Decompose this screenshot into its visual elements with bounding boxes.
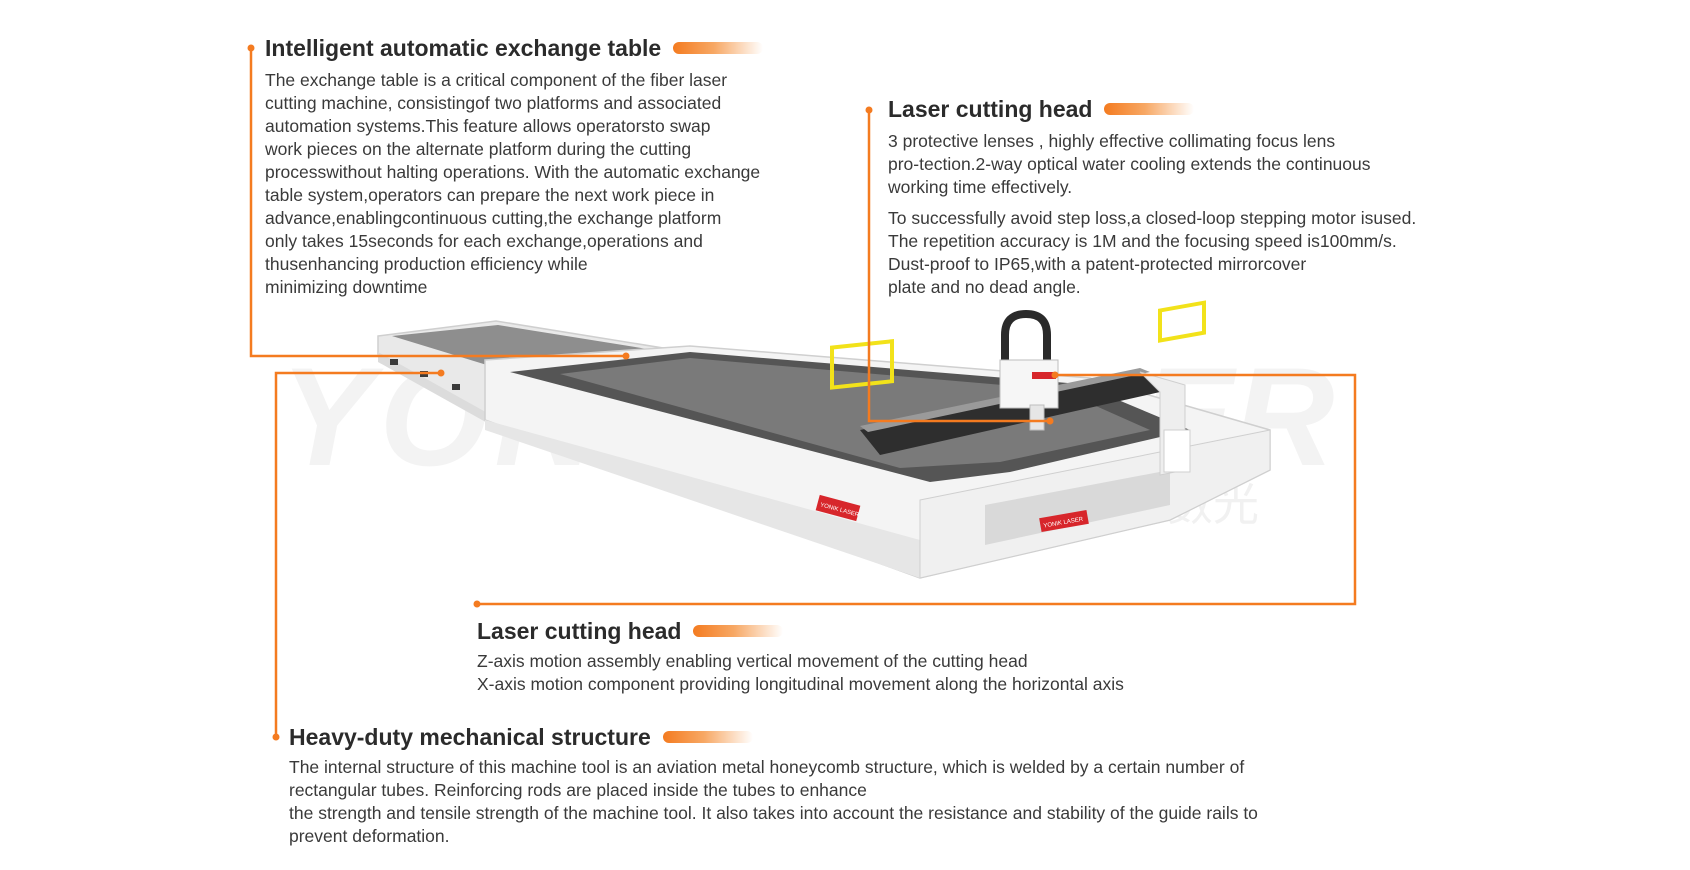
gantry-side-cover [1163, 429, 1191, 473]
leader-dot [473, 600, 481, 608]
brand-plate-end [1039, 509, 1089, 533]
leader-mechanical-structure [274, 371, 441, 737]
body-line: Z-axis motion assembly enabling vertical… [477, 651, 1028, 671]
section-title: Intelligent automatic exchange table [265, 33, 764, 63]
section-exchange-table: Intelligent automatic exchange table The… [265, 33, 764, 299]
bed-end-opening [985, 470, 1170, 545]
body-line: prevent deformation. [289, 826, 450, 846]
section-title: Heavy-duty mechanical structure [289, 722, 1258, 752]
section-laser-cutting-head-top: Laser cutting head 3 protective lenses ,… [888, 94, 1416, 299]
exchange-table-rail [378, 352, 500, 430]
gantry-beam [860, 372, 1160, 455]
orange-swoosh-decoration [1104, 103, 1195, 115]
leader-dot [247, 44, 255, 52]
body-line: X-axis motion component providing longit… [477, 674, 1124, 694]
body-line: cutting machine, consistingof two platfo… [265, 93, 722, 113]
section-mechanical-structure: Heavy-duty mechanical structure The inte… [289, 722, 1258, 848]
safety-frame-right [1158, 300, 1206, 343]
body-line: thusenhancing production efficiency whil… [265, 254, 588, 274]
section-laser-cutting-head-bottom: Laser cutting head Z-axis motion assembl… [477, 616, 1124, 696]
body-line: advance,enablingcontinuous cutting,the e… [265, 208, 722, 228]
leader-dot [622, 352, 630, 360]
section-title: Laser cutting head [888, 94, 1416, 124]
body-line: 3 protective lenses , highly effective c… [888, 131, 1336, 151]
body-line: minimizing downtime [265, 277, 428, 297]
body-line: To successfully avoid step loss,a closed… [888, 208, 1417, 228]
body-line: The exchange table is a critical compone… [265, 70, 728, 90]
safety-frame-left [830, 339, 894, 390]
body-line: working time effectively. [888, 177, 1073, 197]
body-line: automation systems.This feature allows o… [265, 116, 711, 136]
body-line: processwithout halting operations. With … [265, 162, 761, 182]
section-title: Laser cutting head [477, 616, 1124, 646]
section-title-text: Intelligent automatic exchange table [265, 35, 662, 61]
brand-plate-front [815, 494, 861, 522]
section-body: Z-axis motion assembly enabling vertical… [477, 650, 1124, 696]
cutting-head-body [999, 359, 1059, 409]
section-body: 3 protective lenses , highly effective c… [888, 130, 1416, 299]
orange-swoosh-decoration [673, 42, 764, 54]
section-title-text: Laser cutting head [888, 96, 1093, 122]
body-line: work pieces on the alternate platform du… [265, 139, 692, 159]
body-line: table system,operators can prepare the n… [265, 185, 715, 205]
leader-dot [1051, 371, 1059, 379]
leader-dot [865, 106, 873, 114]
body-line: the strength and tensile strength of the… [289, 803, 1258, 823]
section-body: The internal structure of this machine t… [289, 756, 1258, 848]
section-title-text: Laser cutting head [477, 618, 682, 644]
bed-front-panel [485, 420, 920, 578]
cutting-head-nozzle [1029, 404, 1045, 431]
body-line: pro-tection.2-way optical water cooling … [888, 154, 1371, 174]
body-line: rectangular tubes. Reinforcing rods are … [289, 780, 867, 800]
orange-swoosh-decoration [662, 731, 753, 743]
body-line: plate and no dead angle. [888, 277, 1081, 297]
body-line: Dust-proof to IP65,with a patent-protect… [888, 254, 1307, 274]
cable-loop [1001, 309, 1051, 375]
section-body: The exchange table is a critical compone… [265, 69, 763, 299]
leader-cutting-head-top [867, 110, 1050, 423]
body-line: The repetition accuracy is 1M and the fo… [888, 231, 1397, 251]
leader-exchange-table [249, 48, 626, 358]
leader-dot [1046, 417, 1054, 425]
orange-swoosh-decoration [693, 625, 784, 637]
leader-dot [437, 369, 445, 377]
body-line: only takes 15seconds for each exchange,o… [265, 231, 703, 251]
section-title-text: Heavy-duty mechanical structure [289, 724, 651, 750]
body-line: The internal structure of this machine t… [289, 757, 1245, 777]
leader-dot [272, 733, 280, 741]
leader-gantry [477, 373, 1357, 606]
cutting-head-badge [1032, 372, 1056, 379]
